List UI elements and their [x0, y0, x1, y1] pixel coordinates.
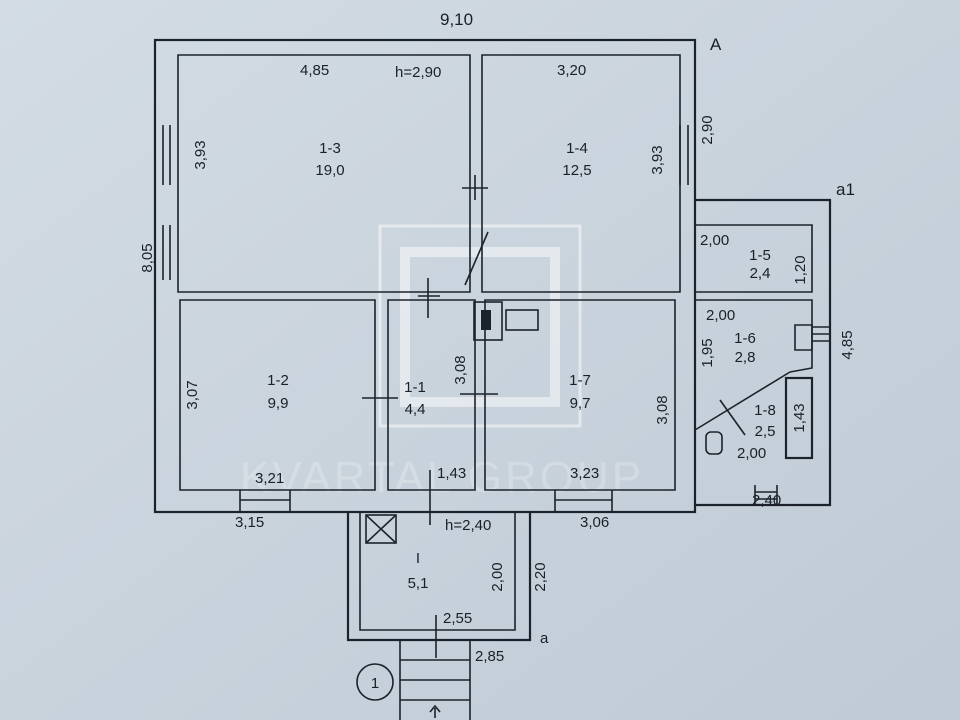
sink-icon: [505, 309, 539, 331]
letter-porch: a: [540, 630, 549, 647]
dimension: 3,06: [580, 514, 609, 531]
room-id: 1-7: [569, 372, 591, 389]
room-id: 1-2: [267, 372, 289, 389]
room-id: 1-1: [404, 379, 426, 396]
room-area: 19,0: [315, 162, 344, 179]
watermark-text: KVARTAL GROUP: [240, 453, 644, 502]
dimension: 4,85: [839, 330, 856, 359]
closet: [784, 376, 814, 460]
dimension: 2,00: [700, 232, 729, 249]
overall-depth: 8,05: [139, 243, 156, 272]
letter-main: A: [710, 35, 722, 54]
room-area: 5,1: [408, 575, 429, 592]
room-area: 9,7: [570, 395, 591, 412]
porch-walls: 1: [346, 512, 532, 720]
overall-width: 9,10: [440, 10, 473, 29]
height-porch: h=2,40: [445, 517, 491, 534]
room-id: 1-3: [319, 140, 341, 157]
dimension: 3,20: [557, 62, 586, 79]
main-building-walls: [153, 38, 697, 525]
dimension: 3,08: [452, 355, 469, 384]
hatch-icon: [365, 514, 397, 544]
marker-circle: [356, 663, 394, 701]
dimension: 2,20: [532, 562, 549, 591]
room-area: 2,5: [755, 423, 776, 440]
dimension: 4,85: [300, 62, 329, 79]
room-id: 1-8: [754, 402, 776, 419]
dimension: 2,90: [699, 115, 716, 144]
dimension: 3,21: [255, 470, 284, 487]
annex-walls: [694, 198, 832, 507]
room-area: 9,9: [268, 395, 289, 412]
dimension: 1,20: [792, 255, 809, 284]
entrance-arrow-icon: [429, 704, 441, 718]
dimension: 3,07: [184, 380, 201, 409]
letter-annex: a1: [836, 180, 855, 199]
room-id: 1-4: [566, 140, 588, 157]
dimension: 1,43: [437, 465, 466, 482]
room-id: I: [416, 550, 420, 567]
dimension: 2,00: [737, 445, 766, 462]
dimension: 3,15: [235, 514, 264, 531]
dimension: 1,43: [791, 403, 808, 432]
dimension: 2,00: [489, 562, 506, 591]
room-id: 1-6: [734, 330, 756, 347]
height-main: h=2,90: [395, 64, 441, 81]
room-area: 2,8: [735, 349, 756, 366]
room-id: 1-5: [749, 247, 771, 264]
dimension: 3,08: [654, 395, 671, 424]
dimension: 2,85: [475, 648, 504, 665]
dimension: 1,95: [699, 338, 716, 367]
room-area: 4,4: [405, 401, 426, 418]
labels: 9,10 A a1 a 8,05 h=2,90 h=2,40 1-3 19,0 …: [139, 10, 856, 665]
dimension: 2,55: [443, 610, 472, 627]
dimension: 2,40: [752, 492, 781, 509]
room-area: 2,4: [750, 265, 771, 282]
marker-number: 1: [371, 675, 379, 692]
dimension: 3,93: [649, 145, 666, 174]
dimension: 3,23: [570, 465, 599, 482]
stove-icon: [473, 301, 503, 341]
dimension: 2,00: [706, 307, 735, 324]
dimension: 3,93: [192, 140, 209, 169]
room-area: 12,5: [562, 162, 591, 179]
watermark-logo-frame: [378, 224, 582, 428]
toilet-icon: [705, 431, 723, 455]
